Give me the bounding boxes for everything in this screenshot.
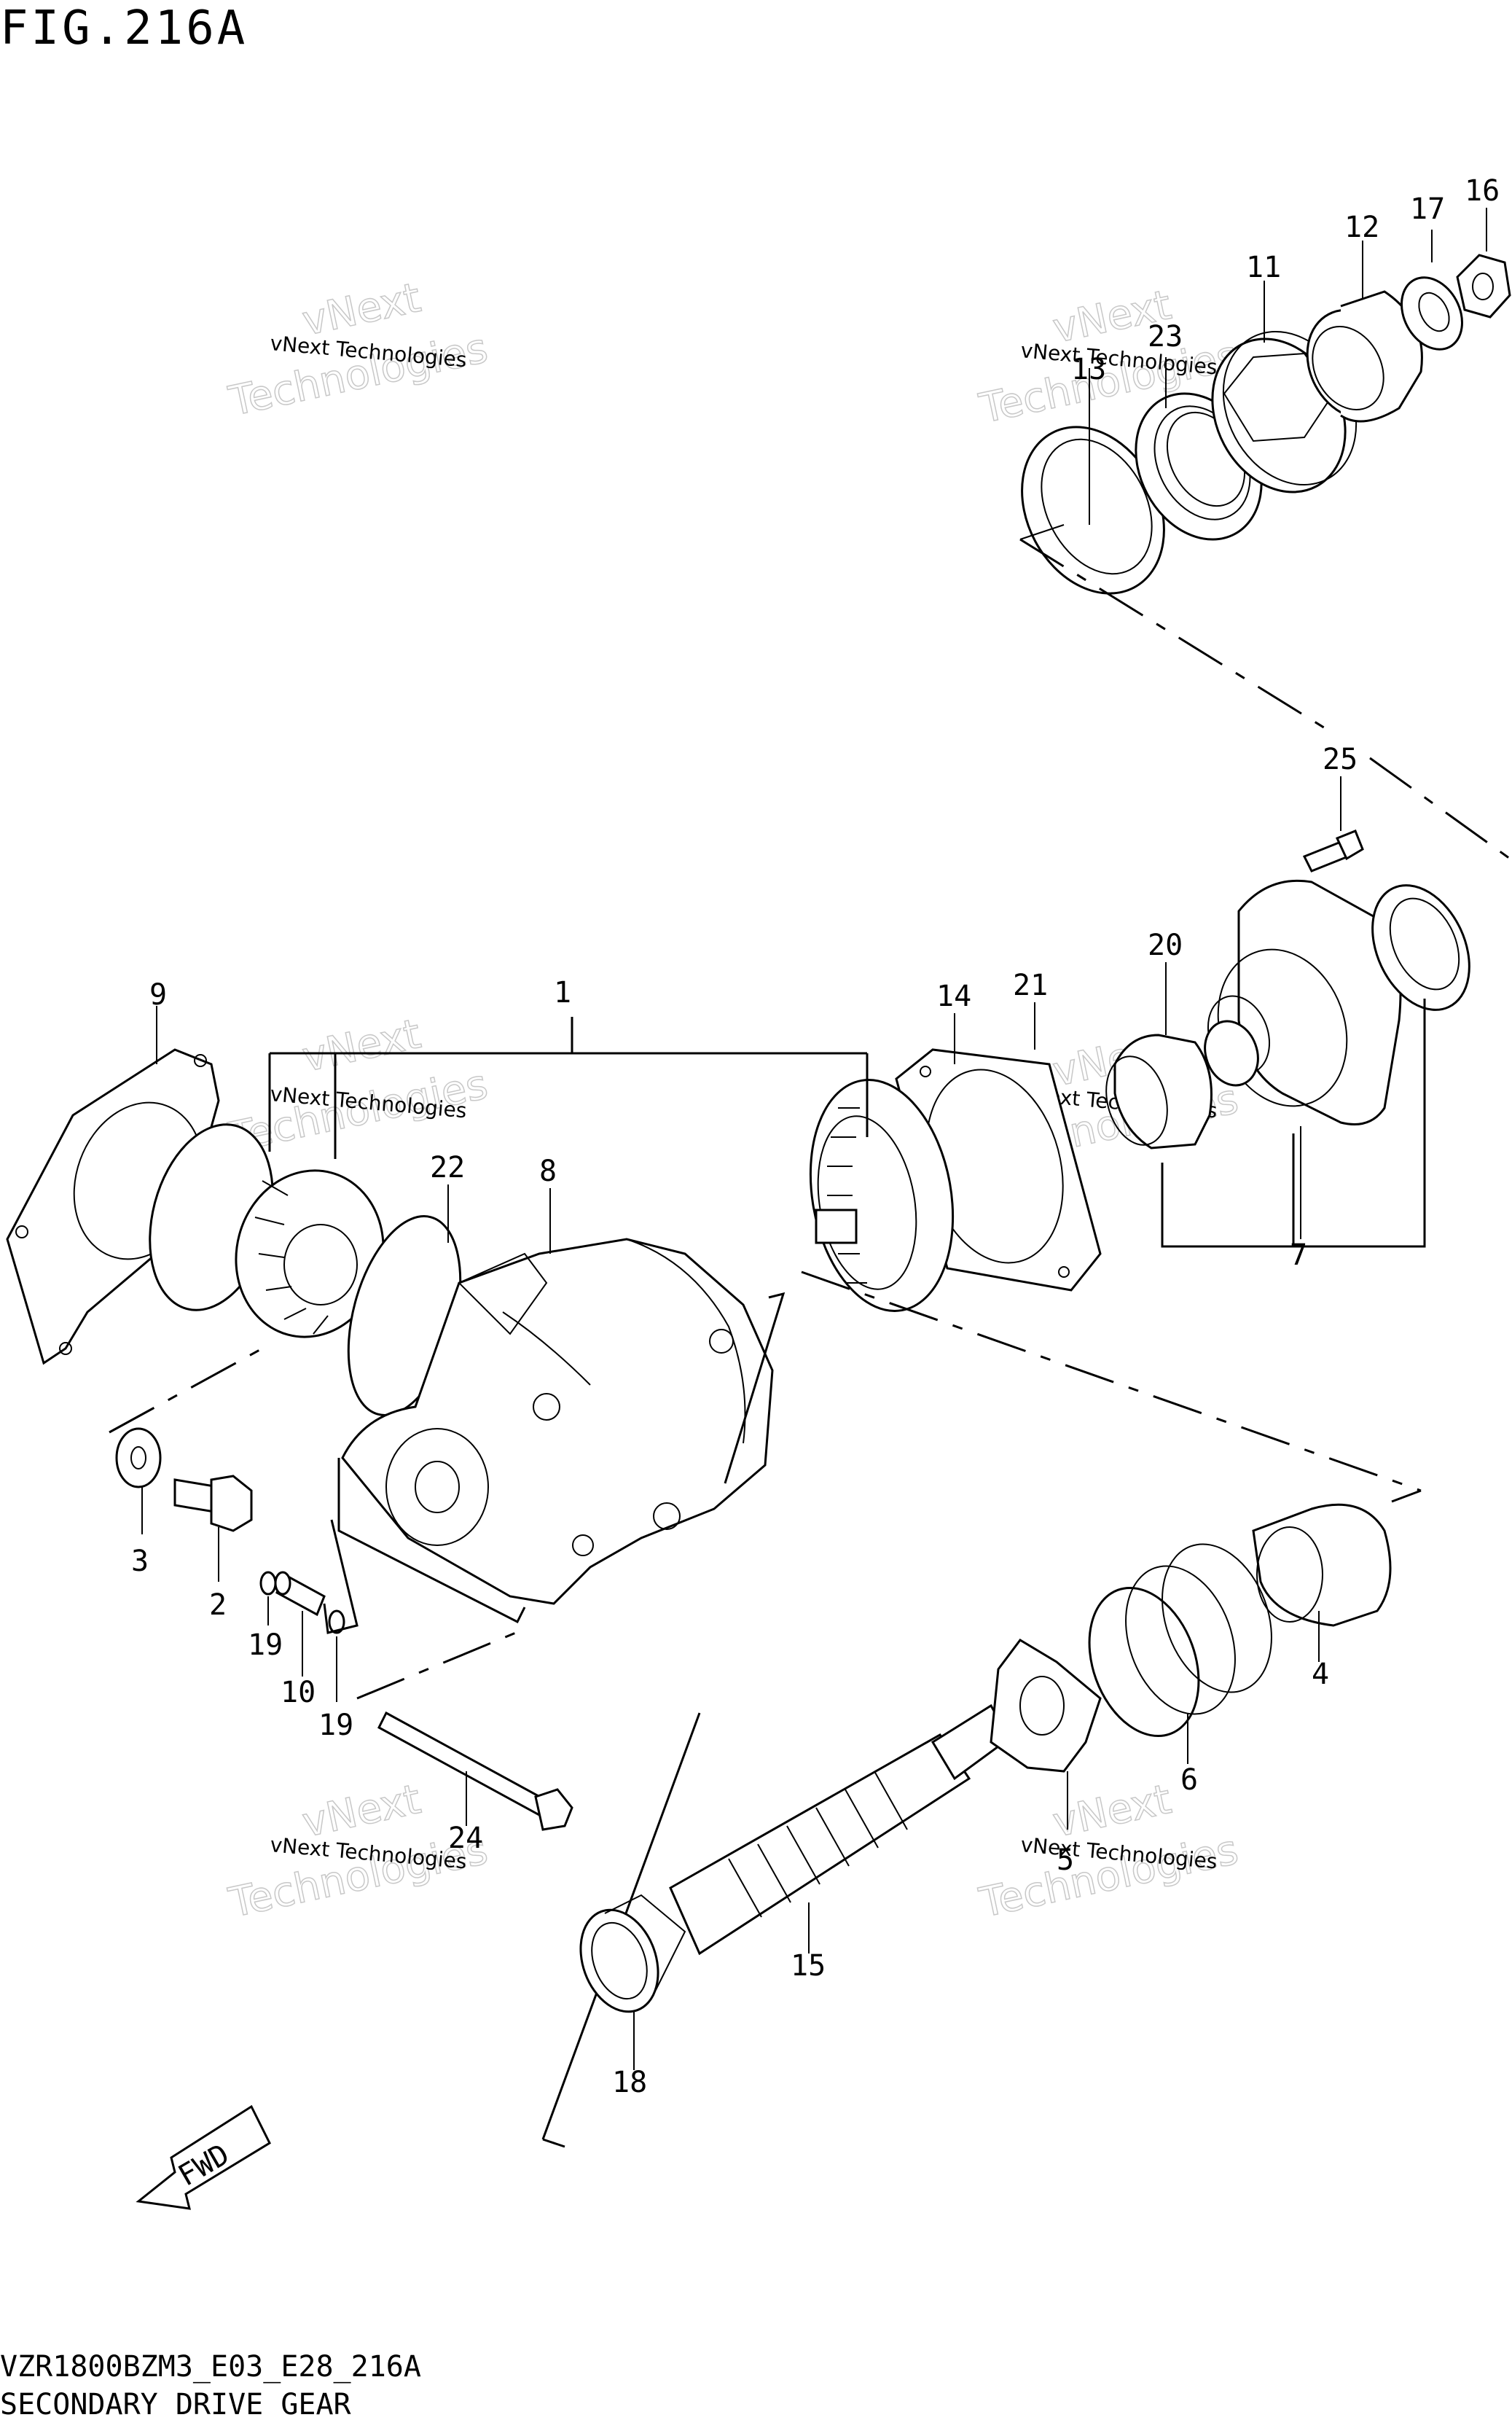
callout-3: 3 bbox=[131, 1545, 149, 1578]
callout-23: 23 bbox=[1148, 320, 1183, 354]
bearing-18 bbox=[579, 1894, 686, 2013]
section-title: SECONDARY DRIVE GEAR bbox=[0, 2388, 352, 2420]
model-code: VZR1800BZM3_E03_E28_216A bbox=[0, 2350, 421, 2384]
bolt-24 bbox=[377, 1711, 573, 1831]
bearing-12 bbox=[1306, 290, 1423, 423]
callout-1: 1 bbox=[554, 976, 571, 1010]
leader-lines bbox=[141, 208, 1487, 2070]
callout-19b: 19 bbox=[318, 1709, 353, 1742]
spring-6 bbox=[1088, 1543, 1272, 1738]
bracket-10 bbox=[323, 1519, 359, 1634]
callout-10: 10 bbox=[281, 1676, 316, 1709]
nut-16 bbox=[1456, 254, 1511, 319]
callout-25: 25 bbox=[1323, 743, 1358, 776]
callout-9: 9 bbox=[149, 978, 167, 1012]
o-ring-19a bbox=[259, 1571, 277, 1596]
callout-8: 8 bbox=[539, 1155, 557, 1188]
bracket-7b bbox=[1293, 999, 1426, 1248]
callout-7: 7 bbox=[1290, 1238, 1307, 1272]
figure-title: FIG.216A bbox=[0, 1, 248, 55]
callout-24: 24 bbox=[448, 1822, 483, 1855]
bracket-7 bbox=[1161, 1133, 1295, 1248]
seal-ring-13 bbox=[1021, 426, 1165, 595]
callout-12: 12 bbox=[1344, 211, 1379, 244]
gear-case-8 bbox=[341, 1238, 774, 1605]
bolt-2 bbox=[173, 1475, 253, 1532]
shaft-15 bbox=[669, 1703, 1011, 1956]
washer-3 bbox=[115, 1427, 162, 1488]
bearing-21 bbox=[1105, 1034, 1213, 1150]
callout-18: 18 bbox=[612, 2066, 647, 2099]
watermark: Technologies vNext vNext Technologies bbox=[975, 281, 1243, 433]
callout-14: 14 bbox=[936, 980, 971, 1013]
watermark: Technologies vNext vNext Technologies bbox=[224, 273, 493, 426]
bolt-25 bbox=[1302, 830, 1364, 873]
bevel-gear-driven bbox=[809, 1079, 955, 1312]
fwd-arrow-icon: FWD bbox=[136, 2104, 271, 2210]
damper-cam-5 bbox=[990, 1639, 1102, 1773]
callout-5: 5 bbox=[1057, 1843, 1074, 1877]
callout-11: 11 bbox=[1246, 251, 1281, 284]
callout-17: 17 bbox=[1410, 192, 1445, 226]
callout-15: 15 bbox=[791, 1949, 826, 1983]
callout-19a: 19 bbox=[248, 1628, 283, 1662]
svg-text:vNext: vNext bbox=[298, 1010, 425, 1082]
bracket-8 bbox=[337, 1458, 526, 1624]
bearing-housing-7 bbox=[1207, 879, 1470, 1125]
watermark: Technologies vNext vNext Technologies bbox=[975, 1775, 1243, 1927]
o-ring-19b bbox=[328, 1609, 345, 1634]
callout-6: 6 bbox=[1180, 1763, 1198, 1797]
callout-22: 22 bbox=[430, 1151, 465, 1184]
pin-10 bbox=[274, 1571, 326, 1617]
callout-4: 4 bbox=[1312, 1658, 1329, 1691]
callout-13: 13 bbox=[1071, 353, 1106, 386]
callout-21: 21 bbox=[1013, 969, 1048, 1002]
callout-16: 16 bbox=[1465, 174, 1500, 208]
callout-2: 2 bbox=[209, 1588, 227, 1622]
bearing-4 bbox=[1252, 1503, 1392, 1627]
watermark: Technologies vNext vNext Technologies bbox=[224, 1010, 493, 1162]
washer-17 bbox=[1401, 276, 1463, 351]
o-ring-20 bbox=[1204, 1020, 1259, 1087]
callout-20: 20 bbox=[1148, 929, 1183, 962]
